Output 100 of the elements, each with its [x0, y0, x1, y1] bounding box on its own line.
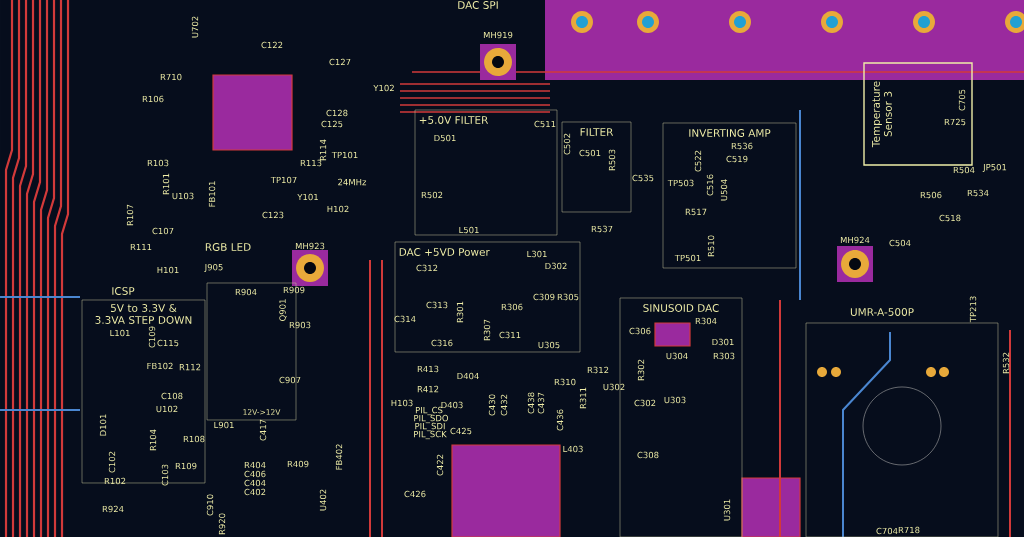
component-label: C432 — [500, 394, 508, 416]
component-label: R305 — [557, 293, 579, 301]
component-label: C128 — [326, 109, 348, 117]
component-label: C516 — [706, 174, 714, 196]
component-label: U402 — [319, 489, 327, 511]
component-label: C125 — [321, 120, 343, 128]
component-label: C436 — [556, 409, 564, 431]
component-label: U302 — [603, 383, 625, 391]
component-label: FB102 — [147, 362, 173, 370]
component-label: R311 — [579, 387, 587, 409]
component-label: R109 — [175, 462, 197, 470]
component-label: J905 — [204, 264, 223, 272]
component-label: R412 — [417, 385, 439, 393]
component-label: Y101 — [297, 193, 318, 201]
component-label: JP501 — [982, 164, 1007, 172]
component-label: D501 — [434, 134, 456, 142]
component-label: C705 — [958, 89, 966, 111]
component-label: C502 — [563, 133, 571, 155]
component-label: R312 — [587, 366, 609, 374]
component-label: R517 — [685, 208, 707, 216]
component-label: C425 — [450, 427, 472, 435]
component-label: C306 — [629, 327, 651, 335]
component-label: 24MHz — [338, 178, 367, 186]
component-label: C430 — [488, 394, 496, 416]
component-label: R310 — [554, 378, 576, 386]
component-label: C437 — [537, 392, 545, 414]
component-label: C311 — [499, 331, 521, 339]
component-label: H101 — [157, 266, 179, 274]
component-label: TP501 — [674, 254, 701, 262]
component-label: R534 — [967, 189, 989, 197]
component-label: R503 — [608, 149, 616, 171]
component-label: C102 — [108, 451, 116, 473]
component-label: R303 — [713, 352, 735, 360]
component-label: C312 — [416, 264, 438, 272]
component-label: R537 — [591, 225, 613, 233]
component-label: U702 — [191, 16, 199, 38]
component-label: PIL_CS — [415, 406, 443, 416]
node-label: UMR-A-500P — [850, 308, 914, 316]
component-label: R112 — [179, 363, 201, 371]
component-label: C314 — [394, 315, 416, 323]
component-label: C103 — [161, 464, 169, 486]
component-label: C402 — [244, 488, 266, 496]
component-label: D404 — [457, 372, 479, 380]
component-label: R114 — [319, 139, 327, 161]
component-label: MH923 — [295, 242, 325, 250]
component-label: R718 — [898, 526, 920, 534]
component-label: PIL_SDI — [415, 422, 445, 432]
component-label: R924 — [102, 505, 124, 513]
component-label: C107 — [152, 227, 174, 235]
component-label: R304 — [695, 317, 717, 325]
component-label: L901 — [214, 421, 234, 429]
component-label: D302 — [545, 262, 567, 270]
component-label: C313 — [426, 301, 448, 309]
component-label: FB402 — [335, 444, 343, 470]
component-label: R710 — [160, 73, 182, 81]
component-label: C907 — [279, 376, 301, 384]
component-label: R301 — [456, 301, 464, 323]
component-label: Y102 — [373, 84, 394, 92]
component-label: C308 — [637, 451, 659, 459]
component-label: FB101 — [208, 181, 216, 207]
component-label: L501 — [459, 226, 479, 234]
component-label: MH924 — [840, 236, 870, 244]
component-label: L101 — [110, 329, 130, 337]
component-label: C115 — [157, 339, 179, 347]
component-label: R307 — [483, 319, 491, 341]
component-label: R536 — [731, 142, 753, 150]
component-label: C704 — [876, 527, 898, 535]
component-label: R113 — [300, 159, 322, 167]
component-label: C422 — [436, 454, 444, 476]
component-label: R903 — [289, 321, 311, 329]
component-label: U304 — [666, 352, 688, 360]
component-label: U103 — [172, 192, 194, 200]
component-label: TP101 — [331, 151, 358, 159]
component-label: R108 — [183, 435, 205, 443]
component-label: U305 — [538, 341, 560, 349]
component-label: C501 — [579, 149, 601, 157]
component-label: L301 — [527, 250, 547, 258]
component-label: H102 — [327, 205, 349, 213]
component-label: C438 — [527, 392, 535, 414]
component-label: C127 — [329, 58, 351, 66]
component-label: C309 — [533, 293, 555, 301]
component-label: PIL_SDO — [414, 414, 449, 424]
component-label: C535 — [632, 174, 654, 182]
component-label: R510 — [707, 235, 715, 257]
component-label: C109 — [148, 326, 156, 348]
component-label: U102 — [156, 405, 178, 413]
component-label: R904 — [235, 288, 257, 296]
component-label: C122 — [261, 41, 283, 49]
component-label: C302 — [634, 399, 656, 407]
component-label: R909 — [283, 286, 305, 294]
component-label: R725 — [944, 118, 966, 126]
component-label: TP107 — [270, 176, 297, 184]
component-label: R302 — [637, 359, 645, 381]
component-label: D101 — [99, 414, 107, 436]
component-label: L403 — [563, 445, 583, 453]
section-title: RGB LED — [205, 243, 251, 251]
component-label: R102 — [104, 477, 126, 485]
component-label: R101 — [162, 173, 170, 195]
component-label: D301 — [712, 338, 734, 346]
component-label: R506 — [920, 191, 942, 199]
